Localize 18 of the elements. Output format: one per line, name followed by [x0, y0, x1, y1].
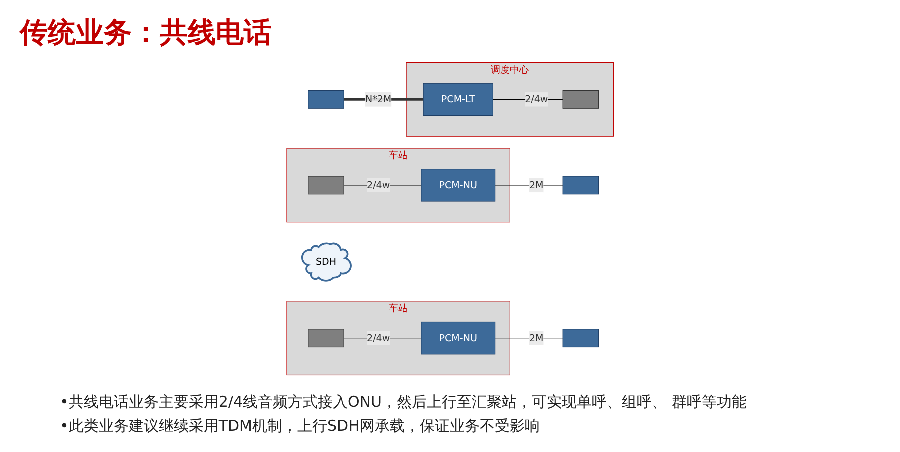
- node-box: PCM-NU: [420, 169, 496, 202]
- node-box: [308, 329, 344, 348]
- edge-label: 2/4w: [366, 332, 390, 344]
- title: 传统业务：共线电话: [20, 15, 272, 51]
- node-box: PCM-NU: [420, 322, 496, 355]
- edge-label: 2M: [529, 179, 544, 191]
- edge-label: N*2M: [365, 94, 392, 106]
- node-box: [308, 176, 344, 195]
- bullet-note: •此类业务建议继续采用TDM机制，上行SDH网承载，保证业务不受影响: [60, 416, 541, 437]
- bullet-note: •共线电话业务主要采用2/4线音频方式接入ONU，然后上行至汇聚站，可实现单呼、组呼、 群呼等功能: [60, 392, 748, 413]
- node-box: [562, 329, 599, 348]
- node-box: PCM-LT: [422, 83, 494, 116]
- node-box: [562, 176, 599, 195]
- node-box: [308, 90, 344, 109]
- edge-label: 2/4w: [366, 179, 390, 191]
- node-box: [562, 90, 599, 109]
- edge-label: 2M: [529, 332, 544, 344]
- edge-label: 2/4w: [524, 94, 548, 106]
